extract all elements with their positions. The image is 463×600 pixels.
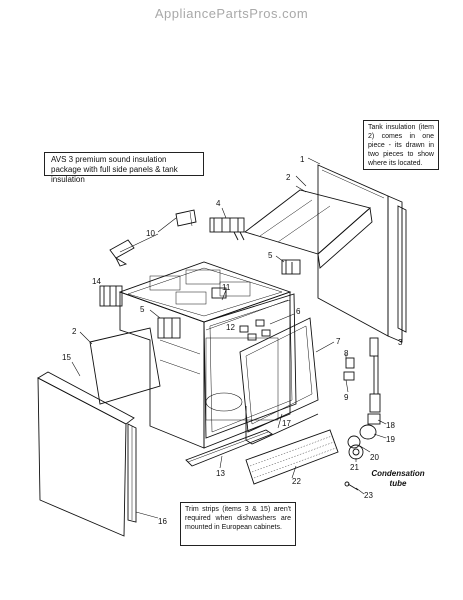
callout-14: 14 [92, 277, 101, 286]
callout-5-right: 5 [268, 251, 273, 260]
side-panel [37, 371, 135, 537]
callout-22: 22 [292, 477, 301, 486]
part-11 [211, 287, 227, 299]
callout-20: 20 [370, 453, 379, 462]
fitting-18 [367, 413, 381, 425]
hinge-part-5-right [281, 259, 301, 275]
callout-8: 8 [344, 349, 349, 358]
callout-18: 18 [386, 421, 395, 430]
rear-panel [317, 164, 403, 343]
callout-5-left: 5 [140, 305, 145, 314]
callout-15: 15 [62, 353, 71, 362]
callout-6: 6 [296, 307, 301, 316]
avs-package-note: AVS 3 premium sound insulation package w… [44, 152, 204, 184]
callout-7: 7 [336, 337, 341, 346]
callout-1: 1 [300, 155, 305, 164]
callout-numbers: 1 2 2 3 4 5 5 6 7 8 9 10 11 12 13 14 15 … [62, 155, 403, 526]
part-9 [343, 371, 355, 381]
trim-strips-note: Trim strips (items 3 & 15) aren't requir… [180, 502, 296, 546]
mounting-brackets [109, 209, 197, 267]
clips-12 [239, 319, 271, 341]
right-trim-strip [397, 205, 407, 333]
callout-23: 23 [364, 491, 373, 500]
seal-strip-17 [245, 406, 319, 445]
condensation-tube [369, 337, 381, 413]
callout-4: 4 [216, 199, 221, 208]
part-8 [345, 357, 355, 369]
bottom-rail [185, 429, 273, 467]
hinge-part-5-left [157, 317, 181, 339]
door-gasket [239, 317, 319, 433]
callout-13: 13 [216, 469, 225, 478]
tank-insulation-note: Tank insulation (item 2) comes in one pi… [363, 120, 439, 170]
callout-21: 21 [350, 463, 359, 472]
leader-lines [71, 157, 403, 519]
callout-12: 12 [226, 323, 235, 332]
callout-2-top: 2 [286, 173, 291, 182]
site-watermark: AppliancePartsPros.com [154, 6, 309, 21]
left-side-insulation [89, 327, 161, 405]
callout-10: 10 [146, 229, 155, 238]
callout-9: 9 [344, 393, 349, 402]
callout-17: 17 [282, 419, 291, 428]
left-trim-strip [127, 423, 137, 523]
front-frame [203, 293, 297, 439]
tank-insulation-panel [244, 189, 373, 269]
callout-2-left: 2 [72, 327, 77, 336]
callout-11: 11 [222, 283, 231, 292]
washer-20 [347, 435, 361, 449]
washer-21 [348, 444, 364, 460]
side-part-14 [99, 285, 123, 307]
callout-16: 16 [158, 517, 167, 526]
screw-23 [344, 481, 359, 491]
callout-3: 3 [398, 338, 403, 347]
condensation-tube-label: Condensation tube [371, 469, 425, 488]
fitting-19 [359, 424, 377, 440]
dishwasher-tub [118, 261, 292, 449]
bracket-part-4 [209, 217, 245, 241]
callout-19: 19 [386, 435, 395, 444]
kick-plate [245, 429, 339, 485]
